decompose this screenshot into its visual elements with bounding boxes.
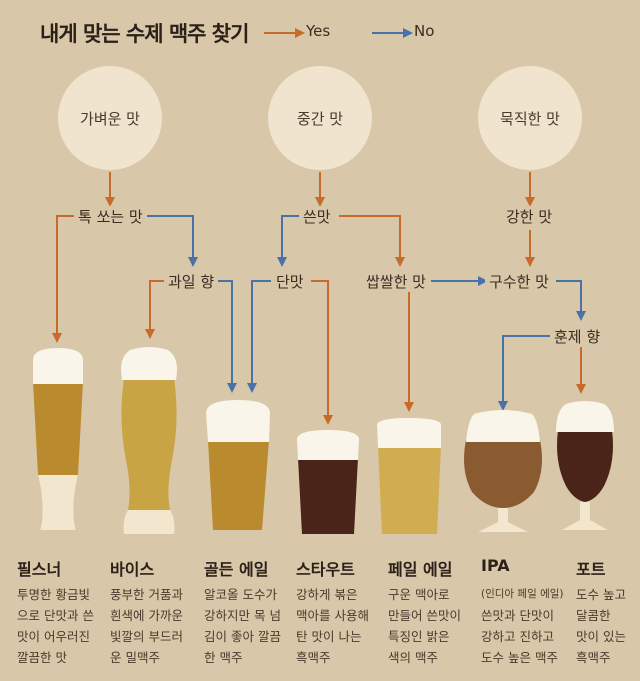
node-hunje: 훈제 향 <box>550 326 605 347</box>
start-circle-heavy <box>478 66 582 170</box>
beer-name-weiss: 바이스 <box>110 560 155 579</box>
beer-name-golden-ale: 골든 에일 <box>204 560 269 579</box>
start-heavy: 묵직한 맛 <box>500 110 560 128</box>
start-circle-light <box>58 66 162 170</box>
beer-name-pilsner: 필스너 <box>17 560 62 579</box>
beer-name-pale-ale: 페일 에일 <box>388 560 453 579</box>
arrow-sseun-to-dan <box>277 215 301 267</box>
arrow-gwail-to-weiss <box>145 280 168 339</box>
arrow-hunje-to-ipa <box>498 335 552 411</box>
node-gwail: 과일 향 <box>164 271 219 292</box>
arrow-sseun-to-ssap <box>339 215 405 267</box>
node-dan: 단맛 <box>272 271 308 292</box>
legend-no-label: No <box>414 22 435 40</box>
start-circle-medium <box>268 66 372 170</box>
arrow-dan-to-stout <box>311 280 333 425</box>
page-title: 내게 맞는 수제 맥주 찾기 <box>40 22 249 46</box>
arrow-tok-to-gwail <box>146 215 198 267</box>
port-glass <box>556 401 614 530</box>
legend-yes-label: Yes <box>306 22 331 40</box>
beer-name-port: 포트 <box>576 560 606 579</box>
arrow-gwail-to-golden <box>218 280 237 393</box>
node-gang: 강한 맛 <box>502 206 557 227</box>
pale-ale-glass <box>377 418 441 534</box>
pilsner-glass <box>33 348 83 530</box>
node-ssap: 쌉쌀한 맛 <box>362 271 430 292</box>
beer-name-stout: 스타우트 <box>296 560 355 579</box>
node-sseun: 쓴맛 <box>299 206 335 227</box>
weiss-glass <box>121 347 177 534</box>
golden-ale-glass <box>206 400 270 530</box>
arrow-tok-to-pilsner <box>52 215 78 343</box>
start-medium: 중간 맛 <box>296 110 344 128</box>
node-tok: 톡 쏘는 맛 <box>74 206 147 227</box>
arrow-dan-to-golden <box>247 280 271 393</box>
start-light: 가벼운 맛 <box>80 110 140 128</box>
arrow-gusu-to-hunje <box>556 280 586 321</box>
beer-name-ipa: IPA <box>481 556 510 575</box>
node-gusu: 구수한 맛 <box>485 271 553 292</box>
ipa-glass <box>464 410 542 532</box>
stout-glass <box>297 430 359 534</box>
